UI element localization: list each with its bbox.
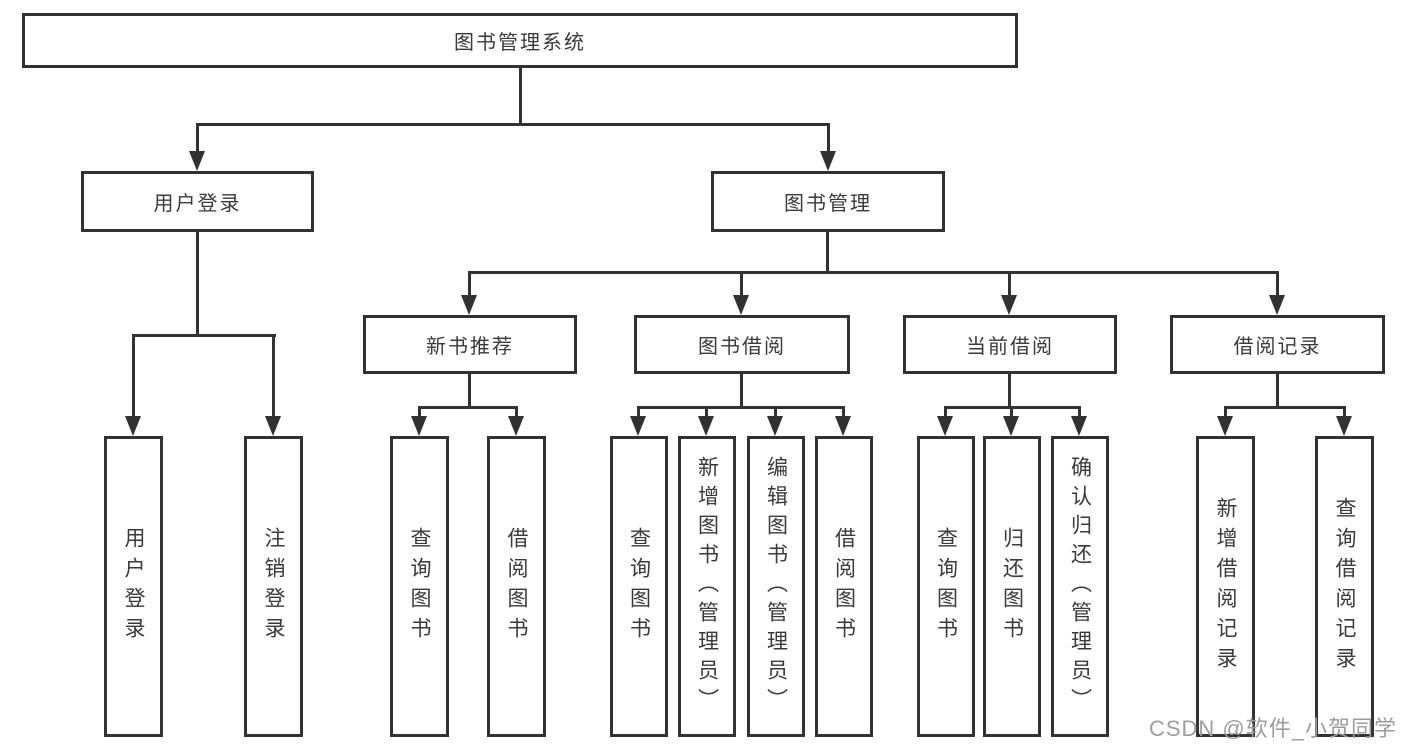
connector-to-book-borrow: [740, 271, 743, 297]
connector-to-br-add: [1224, 406, 1227, 418]
leaf-borrow-books-label: 借阅图书: [832, 526, 856, 647]
leaf-query-books-recommend-label: 查询图书: [408, 526, 431, 647]
arrowhead-leaf-user-login: [125, 416, 141, 436]
node-book-borrow: 图书借阅: [634, 315, 850, 374]
connector-borrow-records-stub: [1276, 374, 1279, 409]
node-book-management-label: 图书管理: [784, 193, 872, 215]
leaf-borrow-books-recommend: 借阅图书: [487, 436, 546, 737]
arrowhead-current-borrow: [1001, 295, 1017, 315]
connector-to-bb-query: [637, 406, 640, 418]
connector-to-bb-borrow: [842, 406, 845, 418]
csdn-watermark: CSDN @软件_小贺同学: [1148, 716, 1397, 741]
node-root-label: 图书管理系统: [454, 32, 586, 54]
node-user-login: 用户登录: [81, 171, 314, 232]
arrowhead-borrow-records: [1269, 295, 1285, 315]
connector-to-nr-borrow: [515, 406, 518, 418]
connector-new-rec-branch: [418, 406, 518, 409]
node-borrow-records-label: 借阅记录: [1233, 336, 1322, 358]
arrowhead-book-borrow: [733, 295, 749, 315]
leaf-edit-books-admin: 编辑图书（管理员）: [747, 436, 805, 737]
leaf-confirm-return-admin: 确认归还（管理员）: [1051, 436, 1109, 737]
arrowhead-cb-confirm: [1071, 416, 1087, 436]
connector-to-bb-add: [705, 406, 708, 418]
connector-to-br-query: [1343, 406, 1346, 418]
arrowhead-user-login: [189, 151, 205, 171]
leaf-add-books-admin-label: 新增图书（管理员）: [695, 456, 719, 717]
arrowhead-book-management: [820, 151, 836, 171]
arrowhead-cb-return: [1003, 416, 1019, 436]
leaf-add-borrow-record: 新增借阅记录: [1196, 436, 1255, 737]
leaf-confirm-return-admin-label: 确认归还（管理员）: [1068, 456, 1092, 717]
arrowhead-bb-query: [630, 416, 646, 436]
leaf-add-borrow-record-label: 新增借阅记录: [1214, 496, 1237, 677]
connector-to-leaf-user-login: [132, 334, 135, 418]
leaf-query-books-borrow: 查询图书: [610, 436, 668, 737]
leaf-edit-books-admin-label: 编辑图书（管理员）: [764, 456, 788, 717]
connector-to-leaf-logout: [272, 334, 275, 418]
leaf-return-books-label: 归还图书: [1000, 526, 1024, 647]
leaf-logout-login-label: 注销登录: [262, 526, 285, 647]
connector-to-new-recommend: [468, 271, 471, 297]
node-user-login-label: 用户登录: [153, 193, 242, 215]
leaf-query-books-borrow-label: 查询图书: [627, 526, 651, 647]
leaf-query-books-recommend: 查询图书: [390, 436, 449, 737]
leaf-add-books-admin: 新增图书（管理员）: [678, 436, 736, 737]
arrowhead-bb-edit: [767, 416, 783, 436]
node-book-management: 图书管理: [711, 171, 945, 232]
connector-to-book-management: [827, 123, 830, 153]
leaf-query-books-current: 查询图书: [917, 436, 975, 737]
leaf-borrow-books-recommend-label: 借阅图书: [505, 526, 528, 647]
node-new-book-recommend: 新书推荐: [363, 315, 577, 374]
connector-root-stub: [519, 67, 522, 125]
node-borrow-records: 借阅记录: [1170, 315, 1385, 374]
node-current-borrow: 当前借阅: [903, 315, 1117, 374]
connector-book-borrow-branch: [637, 406, 845, 409]
connector-borrow-records-branch: [1224, 406, 1346, 409]
node-new-book-recommend-label: 新书推荐: [426, 336, 514, 358]
leaf-query-borrow-record-label: 查询借阅记录: [1333, 496, 1356, 677]
leaf-logout-login: 注销登录: [244, 436, 303, 737]
connector-root-branch: [196, 123, 830, 126]
connector-user-login-branch: [132, 334, 276, 337]
leaf-query-books-current-label: 查询图书: [934, 526, 958, 647]
arrowhead-br-query: [1336, 416, 1352, 436]
connector-to-cb-return: [1010, 406, 1013, 418]
connector-to-cb-query: [944, 406, 947, 418]
arrowhead-bb-add: [698, 416, 714, 436]
arrowhead-leaf-logout: [265, 416, 281, 436]
connector-to-nr-query: [418, 406, 421, 418]
connector-to-user-login: [196, 123, 199, 153]
arrowhead-bb-borrow: [835, 416, 851, 436]
arrowhead-cb-query: [937, 416, 953, 436]
connector-new-rec-stub: [468, 374, 471, 409]
leaf-borrow-books: 借阅图书: [815, 436, 873, 737]
arrowhead-nr-borrow: [508, 416, 524, 436]
connector-book-mgmt-branch: [468, 271, 1279, 274]
leaf-return-books: 归还图书: [983, 436, 1041, 737]
leaf-user-login: 用户登录: [104, 436, 163, 737]
connector-to-cb-confirm: [1078, 406, 1081, 418]
arrowhead-new-recommend: [461, 295, 477, 315]
node-current-borrow-label: 当前借阅: [966, 336, 1054, 358]
leaf-user-login-label: 用户登录: [122, 526, 145, 647]
node-root: 图书管理系统: [22, 13, 1018, 68]
node-book-borrow-label: 图书借阅: [698, 336, 786, 358]
arrowhead-br-add: [1217, 416, 1233, 436]
connector-to-current-borrow: [1008, 271, 1011, 297]
connector-to-borrow-records: [1276, 271, 1279, 297]
connector-book-mgmt-stub: [826, 232, 829, 274]
connector-book-borrow-stub: [740, 374, 743, 409]
connector-current-borrow-stub: [1008, 374, 1011, 409]
leaf-query-borrow-record: 查询借阅记录: [1315, 436, 1374, 737]
connector-user-login-stub: [196, 232, 199, 337]
connector-to-bb-edit: [774, 406, 777, 418]
arrowhead-nr-query: [411, 416, 427, 436]
